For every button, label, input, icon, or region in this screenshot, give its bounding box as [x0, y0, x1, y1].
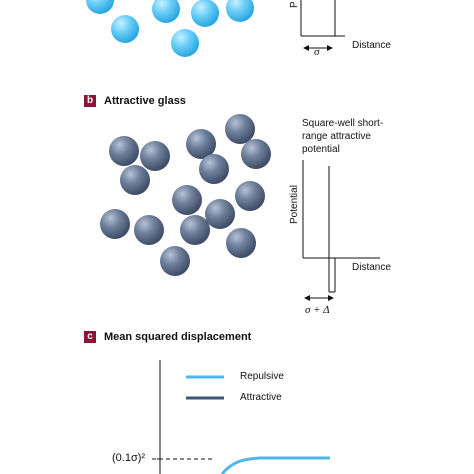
particle — [171, 29, 199, 57]
particle — [191, 0, 219, 27]
particle — [225, 114, 255, 144]
panel-b-badge: b — [84, 95, 96, 107]
particle — [186, 129, 216, 159]
panel-a-potential-plot — [300, 0, 345, 51]
particle — [100, 209, 130, 239]
particle — [152, 0, 180, 23]
particle — [134, 215, 164, 245]
repulsive-particles — [86, 0, 254, 57]
particle — [140, 141, 170, 171]
panel-b-potential-plot — [302, 160, 380, 301]
particle — [226, 228, 256, 258]
panel-c-msd-plot — [152, 360, 330, 474]
attractive-particles — [100, 114, 271, 276]
particle — [226, 0, 254, 22]
panel-c-badge: c — [84, 331, 96, 343]
panel-a-x-axis-label: Distance — [352, 40, 391, 51]
particle — [109, 136, 139, 166]
particle — [180, 215, 210, 245]
legend-label-attractive: Attractive — [240, 392, 282, 403]
panel-a-sigma-label: σ — [314, 46, 320, 58]
particle — [120, 165, 150, 195]
panel-b-y-axis-label: Potential — [289, 185, 300, 224]
particle — [241, 139, 271, 169]
particle — [86, 0, 114, 14]
legend-label-repulsive: Repulsive — [240, 371, 284, 382]
particle — [199, 154, 229, 184]
panel-c-title: Mean squared displacement — [104, 331, 252, 343]
particle — [111, 15, 139, 43]
panel-b-title: Attractive glass — [104, 95, 186, 107]
particle — [235, 181, 265, 211]
panel-b-potential-caption: Square-well short- range attractive pote… — [302, 118, 384, 155]
panel-b-sigma-delta-label: σ + Δ — [305, 304, 330, 316]
panel-b-x-axis-label: Distance — [352, 262, 391, 273]
particle — [160, 246, 190, 276]
particle — [172, 185, 202, 215]
msd-y-tick-label: (0.1σ)² — [112, 452, 146, 464]
panel-a-y-axis-label-fragment: P — [289, 1, 300, 8]
particle — [205, 199, 235, 229]
